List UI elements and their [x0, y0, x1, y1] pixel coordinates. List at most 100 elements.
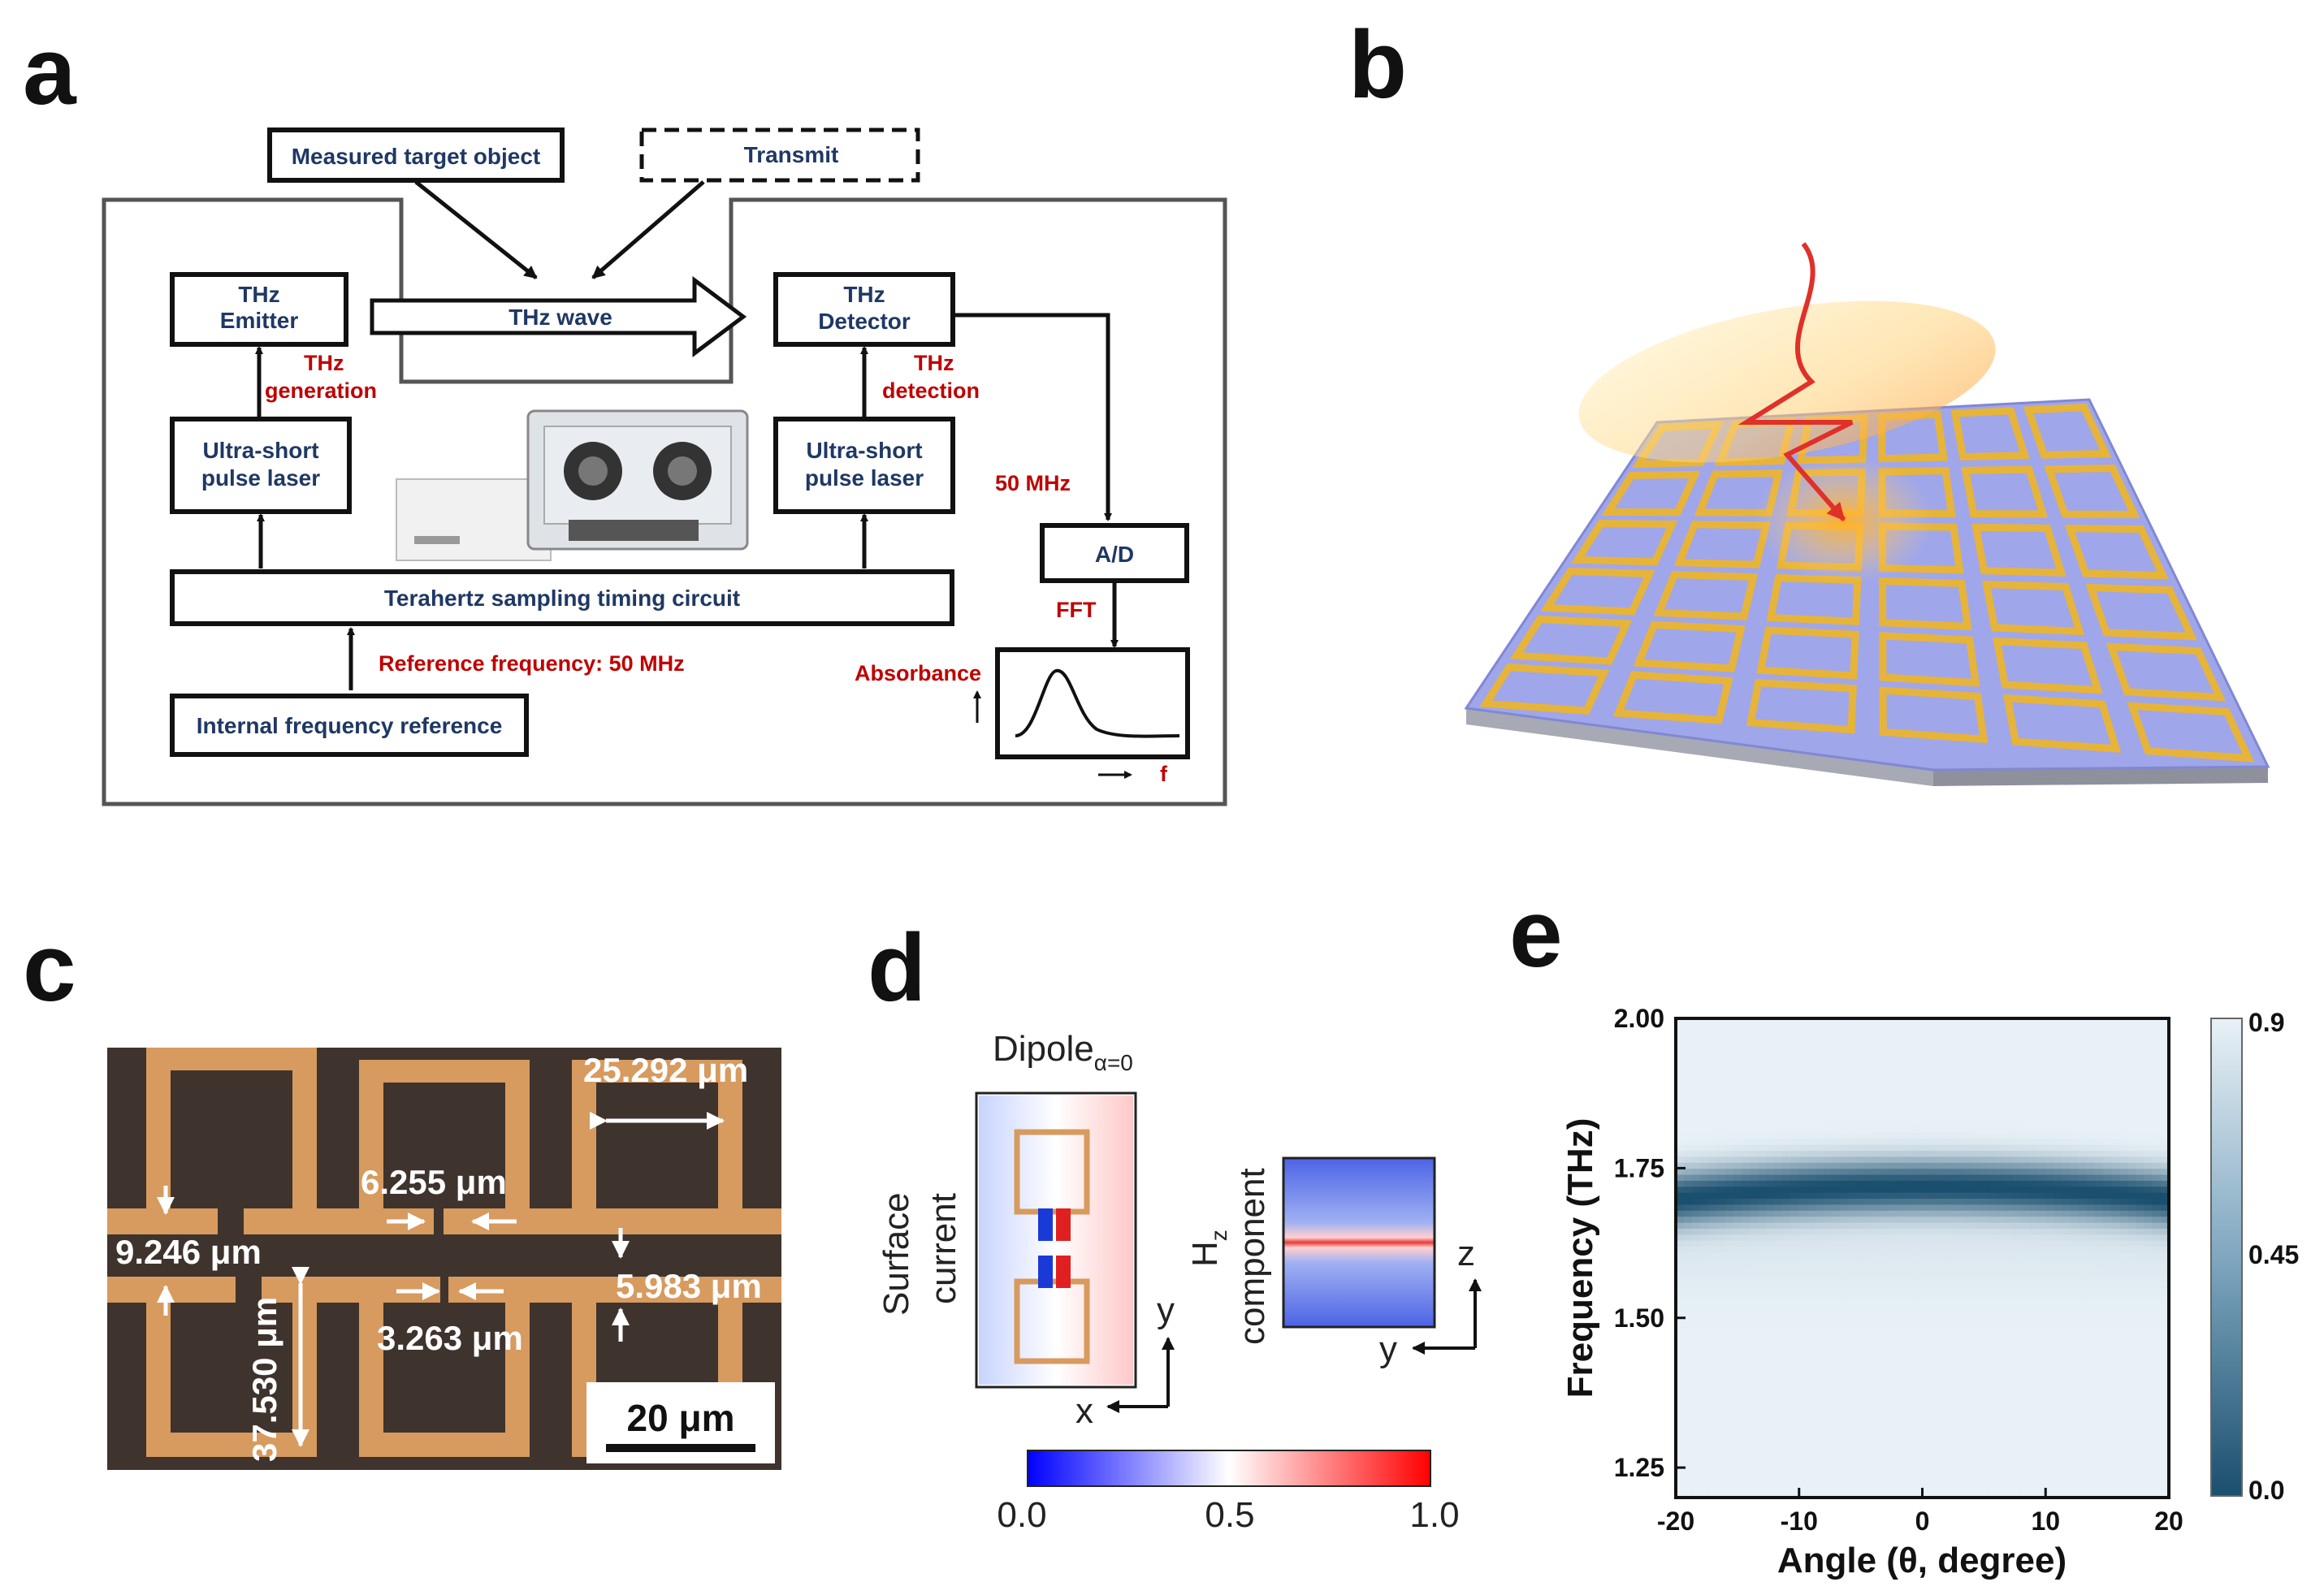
heatmap-cell — [1790, 1150, 1800, 1157]
heatmap-cell — [1971, 1174, 1981, 1181]
heatmap-cell — [1798, 1239, 1808, 1247]
heatmap-cell — [2004, 1390, 2014, 1397]
heatmap-cell — [1963, 1335, 1972, 1343]
heatmap-cell — [2037, 1450, 2047, 1457]
heatmap-cell — [1790, 1299, 1800, 1307]
heatmap-cell — [2012, 1395, 2022, 1403]
heatmap-cell — [1938, 1060, 1948, 1067]
heatmap-cell — [1971, 1246, 1981, 1253]
heatmap-cell — [1807, 1216, 1816, 1223]
heatmap-cell — [1725, 1420, 1734, 1427]
heatmap-cell — [1700, 1143, 1710, 1152]
heatmap-cell — [1872, 1335, 1882, 1343]
heatmap-cell — [1750, 1210, 1759, 1217]
heatmap-cell — [1750, 1221, 1759, 1229]
heatmap-cell — [2103, 1299, 2112, 1307]
heatmap-cell — [1774, 1054, 1784, 1061]
heatmap-cell — [1733, 1461, 1742, 1468]
heatmap-cell — [1782, 1174, 1792, 1181]
heatmap-cell — [1692, 1228, 1702, 1235]
heatmap-cell — [1906, 1294, 1915, 1301]
heatmap-cell — [1988, 1239, 1997, 1247]
heatmap-cell — [1790, 1210, 1800, 1217]
heatmap-cell — [2070, 1324, 2079, 1331]
heatmap-cell — [2045, 1335, 2055, 1343]
heatmap-cell — [1980, 1413, 1989, 1420]
heatmap-cell — [2160, 1473, 2169, 1480]
heatmap-cell — [1790, 1048, 1800, 1056]
heatmap-cell — [1790, 1168, 1800, 1175]
heatmap-cell — [1922, 1096, 1932, 1104]
heatmap-cell — [2152, 1407, 2162, 1415]
heatmap-cell — [1766, 1485, 1776, 1493]
heatmap-cell — [1807, 1437, 1816, 1445]
heatmap-cell — [1864, 1359, 1874, 1367]
heatmap-cell — [1750, 1324, 1759, 1331]
heatmap-cell — [1684, 1138, 1694, 1145]
heatmap-cell — [1971, 1269, 1981, 1277]
heatmap-cell — [1963, 1390, 1972, 1397]
heatmap-cell — [1733, 1264, 1742, 1271]
heatmap-cell — [1782, 1102, 1792, 1109]
heatmap-cell — [1832, 1437, 1841, 1445]
heatmap-cell — [1782, 1054, 1792, 1061]
heatmap-cell — [1676, 1168, 1685, 1175]
heatmap-cell — [1840, 1150, 1850, 1157]
heatmap-cell — [1807, 1090, 1816, 1097]
heatmap-cell — [1750, 1246, 1759, 1253]
heatmap-cell — [1946, 1126, 1956, 1133]
heatmap-cell — [1938, 1467, 1948, 1475]
heatmap-cell — [2086, 1048, 2096, 1056]
heatmap-cell — [2029, 1090, 2038, 1097]
heatmap-cell — [1840, 1246, 1850, 1253]
heatmap-cell — [2111, 1162, 2121, 1169]
heatmap-cell — [1906, 1078, 1915, 1085]
heatmap-cell — [1716, 1150, 1726, 1157]
heatmap-cell — [1692, 1191, 1702, 1199]
heatmap-cell — [1980, 1383, 1989, 1391]
heatmap-cell — [2004, 1162, 2014, 1169]
heatmap-cell — [1898, 1264, 1907, 1271]
heatmap-cell — [2127, 1239, 2137, 1247]
heatmap-cell — [1676, 1030, 1685, 1037]
heatmap-cell — [1684, 1450, 1694, 1457]
heatmap-cell — [2078, 1390, 2088, 1397]
heatmap-cell — [1684, 1126, 1694, 1133]
heatmap-cell — [1946, 1210, 1956, 1217]
mhz-label: 50 MHz — [995, 471, 1071, 495]
heatmap-cell — [1716, 1402, 1726, 1409]
heatmap-cell — [1840, 1198, 1850, 1205]
heatmap-cell — [1848, 1479, 1858, 1487]
heatmap-cell — [1946, 1018, 1956, 1026]
heatmap-cell — [2160, 1048, 2169, 1056]
heatmap-cell — [1700, 1359, 1710, 1367]
heatmap-cell — [1733, 1156, 1742, 1163]
heatmap-cell — [1938, 1018, 1948, 1026]
heatmap-cell — [2078, 1450, 2088, 1457]
heatmap-cell — [1872, 1228, 1882, 1235]
heatmap-cell — [1914, 1359, 1924, 1367]
heatmap-cell — [1840, 1174, 1850, 1181]
heatmap-cell — [1963, 1024, 1972, 1031]
heatmap-cell — [2029, 1431, 2038, 1439]
heatmap-cell — [1676, 1342, 1685, 1349]
heatmap-cell — [1807, 1335, 1816, 1343]
heatmap-cell — [1980, 1485, 1989, 1493]
heatmap-cell — [1938, 1036, 1948, 1044]
heatmap-cell — [1938, 1216, 1948, 1223]
heatmap-cell — [2086, 1156, 2096, 1163]
heatmap-cell — [1856, 1312, 1866, 1319]
heatmap-cell — [2029, 1342, 2038, 1349]
heatmap-cell — [1815, 1437, 1824, 1445]
heatmap-cell — [1922, 1210, 1932, 1217]
heatmap-cell — [1840, 1377, 1850, 1385]
heatmap-cell — [2160, 1036, 2169, 1044]
heatmap-cell — [1840, 1413, 1850, 1420]
heatmap-cell — [1980, 1072, 1989, 1079]
heatmap-cell — [2127, 1198, 2137, 1205]
heatmap-cell — [1922, 1294, 1932, 1301]
heatmap-cell — [1708, 1030, 1718, 1037]
heatmap-cell — [2103, 1479, 2112, 1487]
heatmap-cell — [1872, 1162, 1882, 1169]
heatmap-cell — [1774, 1329, 1784, 1337]
